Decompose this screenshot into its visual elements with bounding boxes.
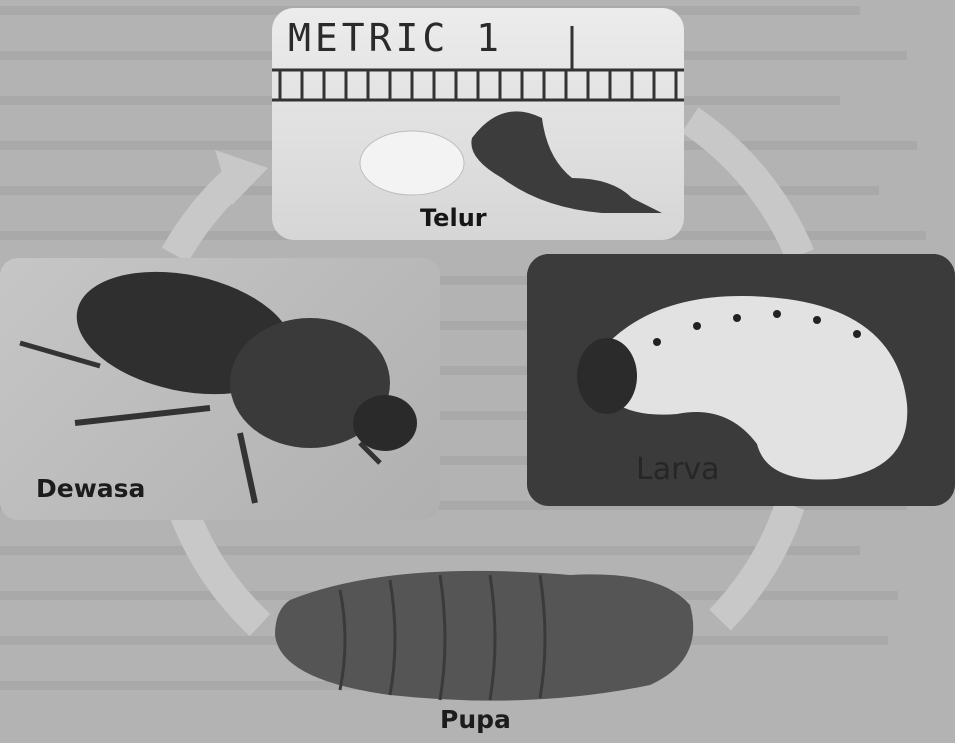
stage-label-telur: Telur: [420, 204, 487, 232]
pupa-drawing: [270, 560, 700, 720]
arrow-telur-larva: [690, 120, 800, 255]
larva-photo: [527, 254, 955, 506]
grub-drawing: [527, 254, 955, 506]
stage-label-larva: Larva: [636, 452, 720, 487]
pupa-photo: [270, 560, 700, 720]
arrow-larva-pupa: [720, 505, 790, 620]
stage-label-dewasa: Dewasa: [36, 474, 145, 503]
stage-label-pupa: Pupa: [440, 705, 511, 734]
arrow-pupa-dewasa: [185, 515, 260, 625]
